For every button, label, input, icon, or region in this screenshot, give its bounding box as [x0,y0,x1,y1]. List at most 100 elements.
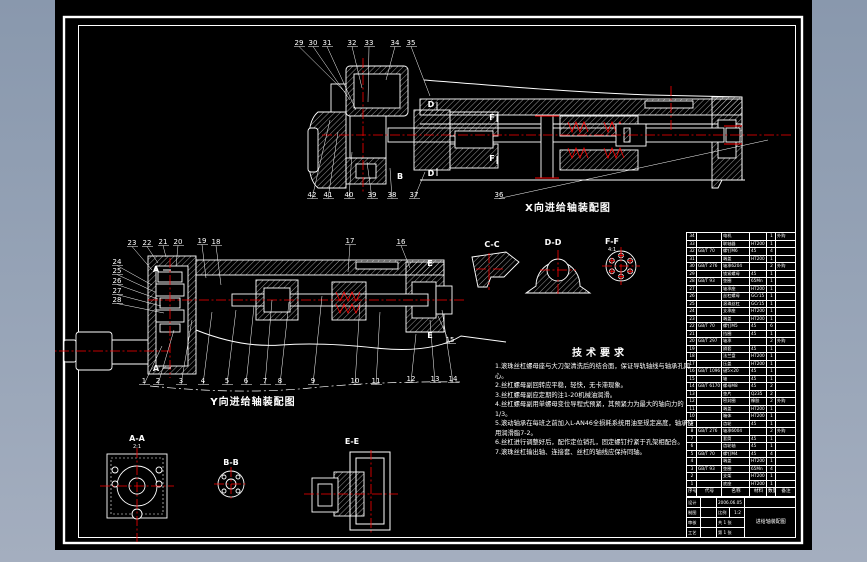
bom-cell: 6 [767,323,776,330]
bom-cell: GCr15 [750,293,767,300]
titleblock-signature-cell [701,508,717,518]
y-callout-10: 10 [350,301,361,385]
bom-cell [697,233,722,240]
callout-number: 27 [113,287,122,295]
bom-cell: 轴承6204 [722,263,750,270]
bom-cell: 4 [687,458,697,465]
x-callout-29: 29 [294,39,346,93]
bom-cell: 外购 [777,428,786,433]
bom-cell: 丝杠螺母 [722,293,750,300]
callout-number: 10 [351,377,360,385]
callout-number: 3 [179,377,183,385]
bom-cell: 1 [767,330,776,337]
bom-cell: 橡胶 [750,398,767,405]
bom-cell: GB/T 297 [697,338,722,345]
bom-cell: 21 [687,330,697,337]
bom-cell [750,338,767,345]
titleblock-date: 2006.06.05 [717,498,745,508]
bom-cell: 12 [687,398,697,405]
callout-number: 19 [198,237,207,245]
drawing-canvas[interactable]: .w{stroke:#fff;fill:none;stroke-width:1;… [42,0,812,550]
bom-cell: 箱体 [722,413,750,420]
bom-cell: 1 [767,405,776,412]
bom-cell: 1 [767,473,776,480]
y-callout-15: 15 [437,315,456,344]
bom-cell: 挡圈 [722,330,750,337]
technical-requirements: 技术要求 1.滚珠丝杠螺母座与大刀架清洗后的结合面，保证导轨轴线与轴承孔同心。2… [495,344,695,457]
bom-cell: 键5×20 [722,368,750,375]
bom-cell: 齿轮 [722,420,750,427]
bom-cell: 45 [750,323,767,330]
titleblock-drawing-name: 进给轴装配图 [755,519,786,525]
x-callout-33: 33 [364,39,375,103]
bom-cell [697,443,722,450]
bom-cell: HT200 [750,315,767,322]
y-callout-20: 20 [173,238,184,267]
bom-cell: 18 [687,353,697,360]
titleblock-design-label: 设计 [687,498,701,508]
bom-cell: 34 [687,233,697,240]
bom-cell [697,353,722,360]
bom-cell: 隔套 [722,345,750,352]
tech-requirement-item: 2.丝杠螺母副回转应平稳，轻快，无卡滞现象。 [495,382,627,389]
callout-number: 17 [346,237,355,245]
bom-cell [697,345,722,352]
bom-cell: 垫片 [722,390,750,397]
callout-number: 32 [348,39,357,47]
bom-cell: 垫圈 [722,278,750,285]
bom-cell: 1 [767,420,776,427]
y-callout-9: 9 [308,295,323,385]
bom-cell: Q235 [750,390,767,397]
x-callout-35: 35 [406,39,431,97]
callout-number: 18 [212,238,221,246]
bom-header-row: 序号代号名称材料数量备注 [687,487,795,496]
bom-cell: 45 [750,375,767,382]
bom-cell: 螺钉M4 [722,450,750,457]
bom-cell [697,398,722,405]
bom-cell: 4 [767,450,776,457]
bom-cell: 45 [750,345,767,352]
section-letter-D: D [428,169,435,178]
x-callout-37: 37 [409,171,426,199]
y-callout-19: 19 [197,237,208,279]
y-callout-8: 8 [275,301,290,385]
bom-cell [697,405,722,412]
bom-cell: 数量 [767,488,776,496]
callout-number: 33 [365,39,374,47]
bom-cell: 1 [767,435,776,442]
section-letter-E: E [427,331,432,340]
bom-cell: 2 [767,338,776,345]
bom-cell: 密封圈 [722,398,750,405]
bom-cell: 底座 [722,480,750,487]
y-callout-14: 14 [441,309,459,383]
y-callout-16: 16 [396,238,411,269]
bom-cell: 45 [750,383,767,390]
bom-cell: 1 [687,480,697,487]
y-callout-25: 25 [112,267,156,293]
bom-cell [697,375,722,382]
callout-number: 4 [201,377,206,385]
callout-number: 30 [309,39,318,47]
bom-cell: 29 [687,270,697,277]
y-callout-11: 11 [371,311,382,385]
bom-cell: 2 [767,428,776,435]
titleblock-sheet-number: 第 1 张 [717,528,745,538]
x-callout-32: 32 [347,39,363,89]
bom-cell [697,473,722,480]
bom-cell: 17 [687,360,697,367]
bom-cell [697,420,722,427]
bom-cell: GB/T 70 [697,450,722,457]
callout-number: 26 [113,277,122,285]
y-callout-2: 2 [153,329,175,385]
callout-number: 25 [113,267,122,275]
bom-cell [697,480,722,487]
